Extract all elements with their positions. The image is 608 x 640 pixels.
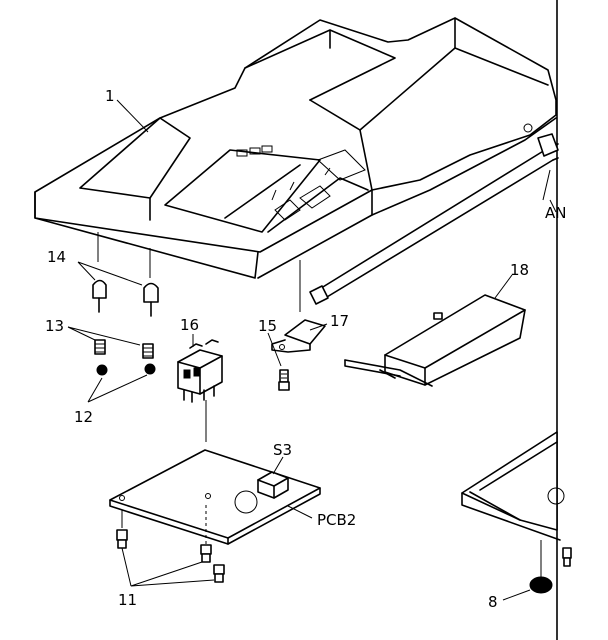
- callout-an: AN: [545, 204, 566, 222]
- callout-8: 8: [488, 593, 498, 611]
- part-14-pins: [92, 279, 159, 317]
- callout-16: 16: [180, 316, 199, 334]
- pcb2-board: [109, 449, 321, 545]
- callout-pcb2: PCB2: [317, 511, 356, 529]
- part-8-foot: [529, 540, 553, 594]
- part-12-nuts: [96, 363, 156, 376]
- callout-18: 18: [510, 261, 529, 279]
- callout-14: 14: [47, 248, 66, 266]
- callout-12: 12: [74, 408, 93, 426]
- callout-13: 13: [45, 317, 64, 335]
- callout-15: 15: [258, 317, 277, 335]
- part-16-switch: [177, 339, 223, 403]
- callout-17: 17: [330, 312, 349, 330]
- leader-lines: [67, 99, 557, 601]
- part-15-screw: [278, 369, 290, 391]
- part-13-springs: [94, 339, 154, 359]
- part-18-battery-cover: [344, 294, 526, 387]
- callout-11: 11: [118, 591, 137, 609]
- callout-1: 1: [105, 87, 115, 105]
- base-panel: [461, 431, 572, 567]
- antenna-rod: [309, 133, 559, 305]
- part-17-bracket: [271, 319, 326, 353]
- upper-case-housing: [34, 17, 557, 279]
- callout-s3: S3: [273, 441, 292, 459]
